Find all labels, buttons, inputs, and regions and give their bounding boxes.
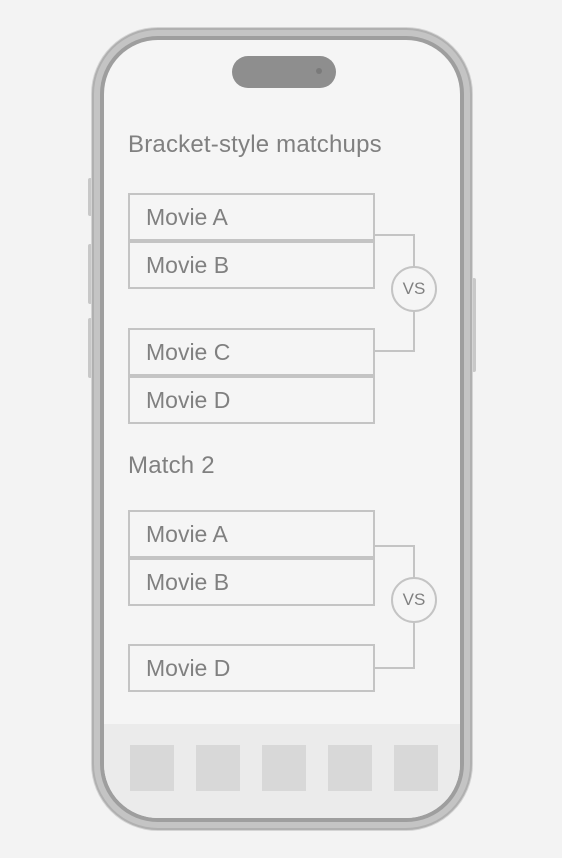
action-button	[88, 178, 92, 216]
tab-item-1[interactable]	[130, 745, 174, 791]
match2-movie-a[interactable]: Movie A	[128, 510, 375, 558]
match2-title: Match 2	[128, 452, 215, 479]
match1-movie-a[interactable]: Movie A	[128, 193, 375, 241]
tab-item-5[interactable]	[394, 745, 438, 791]
match2-vs-badge: VS	[391, 577, 437, 623]
match1-movie-d[interactable]: Movie D	[128, 376, 375, 424]
volume-down-button	[88, 318, 92, 378]
volume-up-button	[88, 244, 92, 304]
match2-movie-b[interactable]: Movie B	[128, 558, 375, 606]
tab-item-3[interactable]	[262, 745, 306, 791]
power-button	[472, 278, 476, 372]
match2-movie-d[interactable]: Movie D	[128, 644, 375, 692]
tab-item-4[interactable]	[328, 745, 372, 791]
camera-dot	[316, 68, 322, 74]
match1-movie-c[interactable]: Movie C	[128, 328, 375, 376]
match1-movie-b[interactable]: Movie B	[128, 241, 375, 289]
match1-vs-badge: VS	[391, 266, 437, 312]
tab-item-2[interactable]	[196, 745, 240, 791]
page-title: Bracket-style matchups	[128, 131, 382, 158]
